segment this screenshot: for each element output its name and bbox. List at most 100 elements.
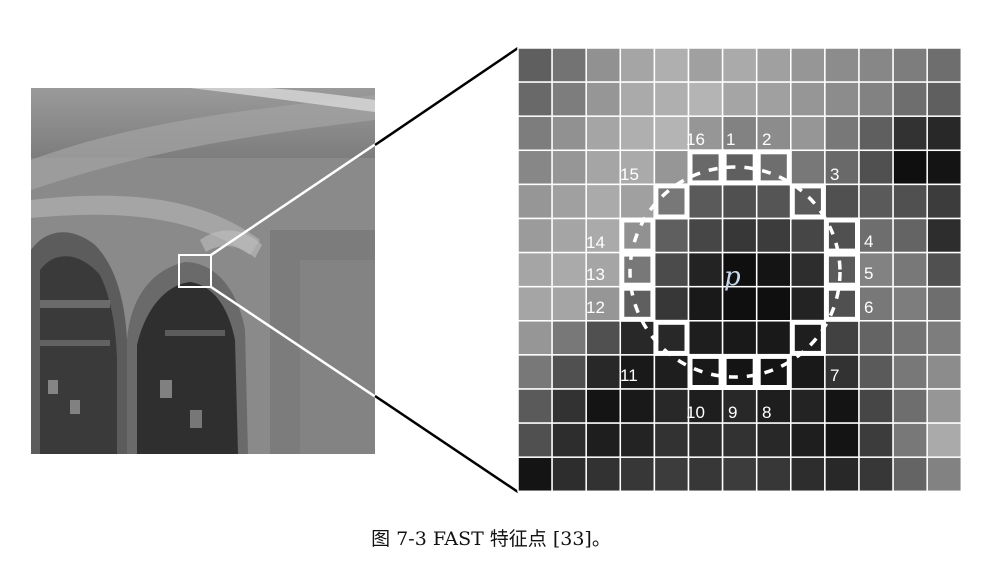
pixel-cell [585, 354, 622, 390]
pixel-cell [687, 47, 724, 83]
pixel-cell [517, 47, 553, 83]
circle-pixel-outline [721, 149, 758, 186]
pixel-cell [551, 81, 587, 117]
circle-label-2: 2 [762, 130, 771, 149]
circle-pixel-outline [823, 251, 861, 288]
pixel-cell [653, 251, 690, 288]
pixel-cell [790, 251, 826, 288]
circle-label-3: 3 [830, 165, 839, 184]
pixel-cell [824, 251, 860, 288]
pixel-cell [790, 149, 826, 186]
pixel-cell [653, 217, 690, 254]
pixel-cell [619, 285, 656, 322]
pixel-cell [858, 354, 894, 390]
pixel-cell [892, 422, 928, 458]
pixel-cell [517, 388, 553, 424]
pixel-cell [551, 47, 587, 83]
pixel-cell [653, 285, 690, 322]
pixel-cell [585, 320, 622, 356]
pixel-cell [892, 354, 928, 390]
pixel-cell [619, 47, 656, 83]
pixel-cell [517, 149, 553, 186]
pixel-cell [517, 422, 553, 458]
circle-label-4: 4 [864, 232, 873, 251]
pixel-cell [755, 47, 792, 83]
pixel-cell [585, 115, 622, 152]
circle-label-6: 6 [864, 298, 873, 317]
circle-pixel-outline [653, 183, 690, 220]
circle-label-7: 7 [830, 366, 839, 385]
pixel-cell [926, 115, 963, 152]
circle-label-9: 9 [728, 403, 737, 422]
pixel-cell [824, 183, 860, 220]
pixel-cell [687, 354, 724, 390]
circle-label-11: 11 [620, 366, 638, 385]
pixel-cell [653, 183, 690, 220]
pixel-cell [551, 422, 587, 458]
pixel-cell [517, 456, 553, 493]
pixel-cell [755, 217, 792, 254]
pixel-cell [926, 81, 963, 117]
pixel-cell [790, 47, 826, 83]
zoom-source-box [178, 254, 212, 288]
pixel-cell [892, 149, 928, 186]
pixel-cell [824, 47, 860, 83]
pixel-cell [824, 320, 860, 356]
pixel-cell [517, 251, 553, 288]
pixel-cell [721, 183, 758, 220]
circle-label-10: 10 [686, 403, 705, 422]
pixel-cell [824, 388, 860, 424]
pixel-cell [517, 320, 553, 356]
pixel-cell [585, 81, 622, 117]
pixel-cell [653, 456, 690, 493]
pixel-cell [721, 81, 758, 117]
pixel-cell [790, 217, 826, 254]
pixel-cell [721, 251, 758, 288]
pixel-cell [585, 388, 622, 424]
pixel-cell [721, 456, 758, 493]
pixel-cell [517, 217, 553, 254]
circle-pixel-outline [619, 217, 656, 254]
pixel-cell [687, 251, 724, 288]
pixel-cell [755, 81, 792, 117]
pixel-cell [619, 320, 656, 356]
pixel-cell [755, 251, 792, 288]
circle-pixel-outline [755, 149, 792, 186]
pixel-cell [687, 422, 724, 458]
pixel-cell [824, 422, 860, 458]
circle-pixel-outline [789, 319, 826, 356]
pixel-cell [653, 81, 690, 117]
circle-pixel-outline [619, 285, 656, 322]
pixel-cell [755, 115, 792, 152]
pixel-cell [619, 456, 656, 493]
pixel-cell [755, 285, 792, 322]
pixel-cell [824, 285, 860, 322]
pixel-cell [653, 47, 690, 83]
circle-pixel-outline [823, 285, 861, 322]
pixel-cell [892, 47, 928, 83]
pixel-cell [585, 47, 622, 83]
pixel-cell [926, 388, 963, 424]
pixel-cell [858, 422, 894, 458]
circle-pixel-outline [687, 149, 724, 186]
bresenham-circle-pixels [619, 149, 861, 390]
circle-pixel-outline [823, 217, 861, 254]
pixel-cell [790, 422, 826, 458]
pixel-cell [721, 217, 758, 254]
pixel-cell [619, 251, 656, 288]
circle-label-12: 12 [586, 298, 605, 317]
pixel-cell [653, 115, 690, 152]
pixel-cell [721, 47, 758, 83]
pixel-cell [653, 388, 690, 424]
pixel-cell [926, 183, 963, 220]
circle-pixel-outline [789, 183, 826, 220]
pixel-cell [892, 388, 928, 424]
center-pixel-label: p [724, 262, 741, 292]
pixel-cell [551, 354, 587, 390]
pixel-cell [517, 81, 553, 117]
pixel-cell [755, 422, 792, 458]
pixel-cell [551, 320, 587, 356]
pixel-cell [619, 183, 656, 220]
pixel-cell [790, 115, 826, 152]
pixel-cell [892, 183, 928, 220]
